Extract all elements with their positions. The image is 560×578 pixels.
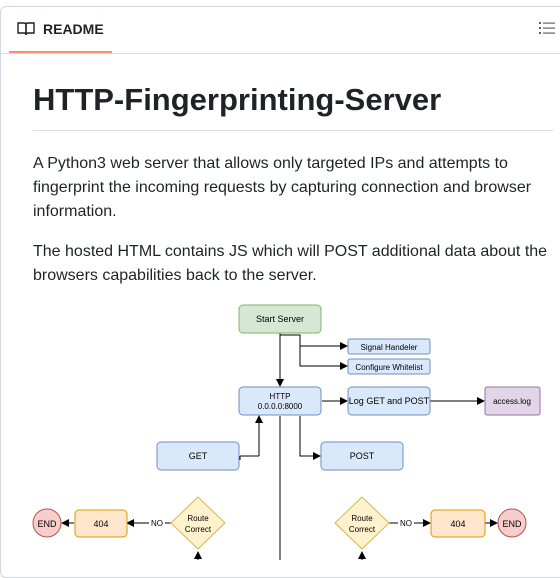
start-server-node: Start Server (238, 304, 322, 334)
book-icon (17, 22, 35, 36)
readme-content: HTTP-Fingerprinting-Server A Python3 web… (33, 82, 553, 284)
route-correct-right-node: Route Correct (334, 496, 390, 550)
readme-header: README (1, 7, 560, 54)
svg-text:HTTP: HTTP (270, 392, 291, 401)
access-log-node: access.log (484, 386, 541, 416)
svg-text:END: END (502, 519, 522, 529)
svg-text:0.0.0.0:8000: 0.0.0.0:8000 (258, 402, 303, 411)
404-right-node: 404 (430, 509, 486, 538)
route-correct-left-node: Route Correct (170, 496, 226, 550)
end-left-node: END (32, 508, 62, 538)
end-right-node: END (497, 508, 527, 538)
edge-signal (280, 334, 348, 350)
svg-text:Correct: Correct (185, 525, 212, 534)
no-label-right: NO (400, 519, 412, 528)
svg-text:Configure Whitelist: Configure Whitelist (355, 363, 423, 372)
svg-text:Route: Route (351, 514, 373, 523)
svg-text:Route: Route (187, 514, 209, 523)
js-paragraph: The hosted HTML contains JS which will P… (33, 243, 548, 284)
svg-text:access.log: access.log (493, 397, 531, 406)
description-paragraph: A Python3 web server that allows only ta… (33, 155, 532, 220)
configure-whitelist-node: Configure Whitelist (347, 358, 431, 375)
edge-post (299, 416, 321, 460)
svg-text:END: END (37, 519, 57, 529)
flowchart-diagram: NO NO Start Server Signal Handeler Confi… (32, 304, 541, 560)
readme-tab[interactable]: README (9, 7, 112, 53)
svg-text:Start Server: Start Server (256, 314, 304, 324)
404-left-node: 404 (74, 509, 128, 538)
outline-list-icon[interactable] (539, 20, 555, 36)
svg-text:Signal Handeler: Signal Handeler (361, 343, 418, 352)
log-get-post-node: Log GET and POST (347, 386, 431, 416)
svg-text:Correct: Correct (349, 525, 376, 534)
readme-tab-label: README (43, 21, 104, 37)
svg-text:404: 404 (93, 519, 108, 529)
page-title: HTTP-Fingerprinting-Server (33, 82, 553, 131)
svg-text:Log GET and POST: Log GET and POST (349, 396, 430, 406)
no-label-left: NO (151, 519, 163, 528)
http-server-node: HTTP 0.0.0.0:8000 (238, 386, 322, 416)
svg-text:GET: GET (189, 451, 208, 461)
edge-whitelist (299, 346, 348, 370)
svg-text:POST: POST (350, 451, 375, 461)
svg-text:404: 404 (450, 519, 465, 529)
post-node: POST (320, 441, 404, 471)
get-node: GET (156, 441, 240, 471)
signal-handler-node: Signal Handeler (347, 338, 431, 355)
